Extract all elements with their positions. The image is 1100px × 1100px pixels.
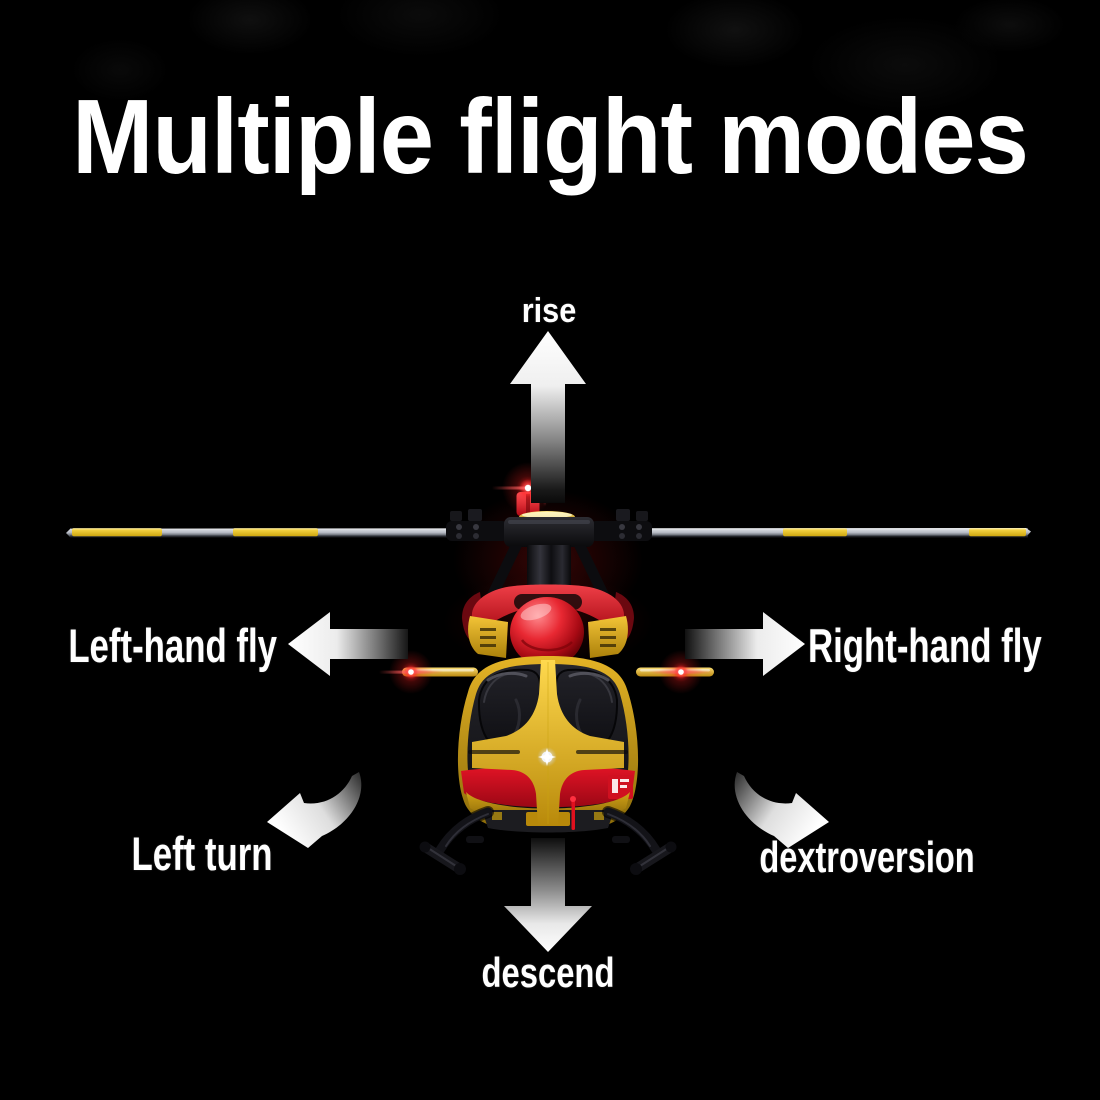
left-nav-light (379, 650, 443, 694)
right-nav-light (649, 650, 713, 694)
curved-right-arrow-icon (734, 772, 829, 848)
rise-label: rise (521, 292, 577, 330)
engine-cowling (462, 584, 634, 667)
page-title: Multiple flight modes (72, 78, 1029, 196)
left-hand-fly-label: Left-hand fly (68, 619, 277, 672)
curved-left-arrow-icon (267, 772, 362, 848)
right-hand-fly-label: Right-hand fly (808, 619, 1042, 672)
landing-skids (419, 806, 677, 875)
down-arrow-icon (504, 838, 592, 952)
left-arrow-icon (288, 612, 408, 676)
nose-emblem (537, 747, 557, 767)
left-turn-label: Left turn (131, 827, 273, 880)
antenna (571, 798, 575, 830)
helicopter-image (66, 462, 1031, 875)
right-arrow-icon (685, 612, 805, 676)
up-arrow-icon (510, 331, 586, 503)
descend-label: descend (481, 949, 615, 996)
fuselage-badge (608, 775, 633, 799)
fuselage (457, 656, 639, 833)
